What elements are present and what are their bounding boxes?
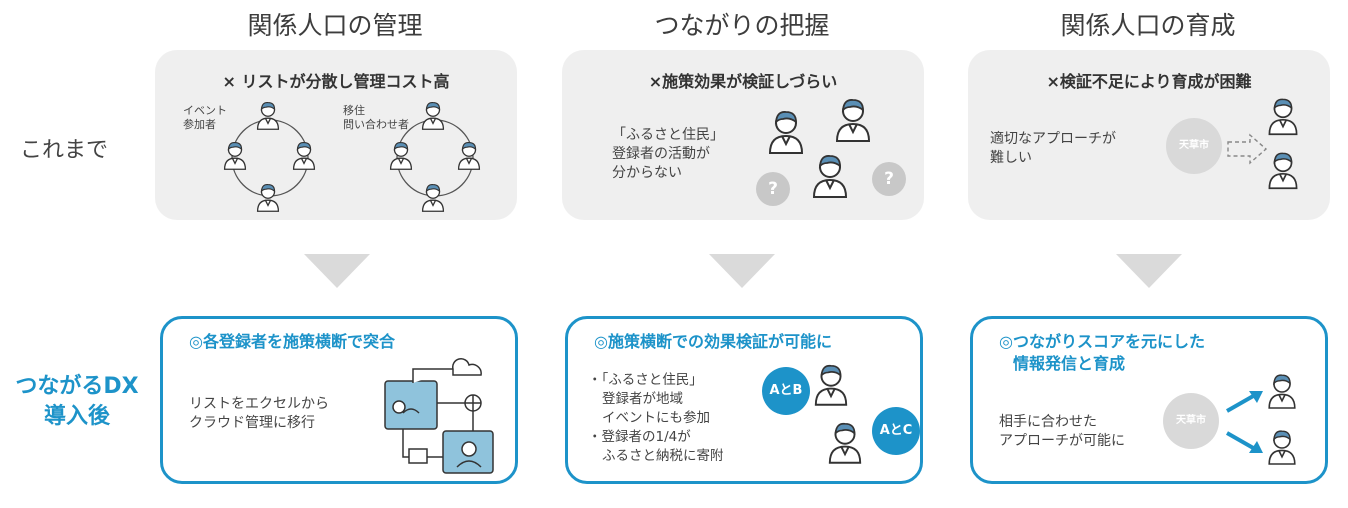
before-text-cultivation-line1: 適切なアプローチが	[990, 131, 1116, 147]
down-arrow-management	[304, 254, 370, 288]
amakusa-city-badge-after: 天草市	[1163, 393, 1219, 449]
after-heading-cultivation-line1: ◎つながりスコアを元にした	[999, 332, 1205, 351]
after-text-management-line2: クラウド管理に移行	[189, 415, 315, 431]
before-text-connection-line2: 登録者の活動が	[612, 146, 710, 162]
after-heading-connection: ◎施策横断での効果検証が可能に	[594, 332, 832, 351]
question-bubble-left: ?	[756, 172, 790, 206]
group-label-migration-line1: 移住	[343, 104, 365, 117]
group-label-event-line2: 参加者	[183, 118, 216, 131]
after-panel-cultivation: ◎つながりスコアを元にした 情報発信と育成 相手に合わせた アプローチが可能に …	[970, 316, 1328, 484]
before-text-connection-line3: 分からない	[612, 165, 682, 181]
before-panel-management: × リストが分散し管理コスト高 イベント 参加者 移住 問い合わせ者	[155, 50, 517, 220]
column-title-management: 関係人口の管理	[247, 11, 423, 40]
row-label-after: つながるDX 導入後	[2, 372, 152, 432]
after-panel-management: ◎各登録者を施策横断で突合 リストをエクセルから クラウド管理に移行	[160, 316, 518, 484]
amakusa-city-badge-before: 天草市	[1166, 118, 1222, 174]
person-icon	[1268, 98, 1298, 136]
before-heading-connection: ×施策効果が検証しづらい	[648, 72, 838, 91]
question-bubble-right: ?	[872, 162, 906, 196]
after-text-connection-line5: ふるさと納税に寄附	[602, 448, 724, 464]
person-icon	[292, 141, 316, 170]
before-text-cultivation: 適切なアプローチが 難しい	[990, 130, 1116, 168]
group-label-event-line1: イベント	[183, 104, 227, 117]
row-label-after-line2: 導入後	[43, 404, 110, 429]
after-text-connection-line3: イベントにも参加	[602, 410, 710, 426]
cloud-management-illustration-icon	[384, 358, 494, 474]
group-label-migration-line2: 問い合わせ者	[343, 118, 409, 131]
person-icon	[421, 183, 445, 212]
after-text-connection: ・「ふるさと住民」 登録者が地域 イベントにも参加 ・登録者の1/4が ふるさと…	[588, 371, 724, 466]
group-label-event: イベント 参加者	[183, 104, 227, 132]
person-icon	[828, 422, 862, 464]
person-icon	[812, 155, 848, 198]
person-icon	[256, 101, 280, 130]
person-icon	[814, 364, 848, 406]
after-text-connection-line2: 登録者が地域	[602, 391, 683, 407]
column-title-connection: つながりの把握	[654, 11, 830, 40]
person-icon	[1268, 152, 1298, 190]
person-icon	[1268, 374, 1296, 409]
after-text-cultivation: 相手に合わせた アプローチが可能に	[999, 413, 1125, 451]
column-title-cultivation: 関係人口の育成	[1060, 11, 1236, 40]
after-heading-cultivation: ◎つながりスコアを元にした 情報発信と育成	[999, 331, 1205, 375]
person-icon	[421, 101, 445, 130]
dashed-arrow-icon	[1227, 133, 1268, 165]
after-text-cultivation-line1: 相手に合わせた	[999, 414, 1097, 430]
after-text-management-line1: リストをエクセルから	[189, 396, 329, 412]
arrow-up-right-icon	[1226, 391, 1263, 413]
ab-bubble: AとB	[762, 367, 810, 415]
after-text-cultivation-line2: アプローチが可能に	[999, 433, 1125, 449]
after-text-connection-line1: ・「ふるさと住民」	[588, 372, 703, 388]
person-icon	[457, 141, 481, 170]
after-heading-cultivation-line2: 情報発信と育成	[1013, 354, 1126, 373]
person-icon	[768, 111, 804, 154]
group-label-migration: 移住 問い合わせ者	[343, 104, 409, 132]
arrow-down-right-icon	[1226, 431, 1263, 453]
down-arrow-cultivation	[1116, 254, 1182, 288]
before-heading-cultivation: ×検証不足により育成が困難	[1046, 72, 1252, 91]
person-icon	[835, 99, 871, 142]
after-heading-management: ◎各登録者を施策横断で突合	[189, 332, 395, 351]
before-heading-management: × リストが分散し管理コスト高	[222, 72, 450, 91]
row-label-before: これまで	[20, 138, 109, 163]
person-icon	[389, 141, 413, 170]
after-panel-connection: ◎施策横断での効果検証が可能に ・「ふるさと住民」 登録者が地域 イベントにも参…	[565, 316, 923, 484]
person-icon	[1268, 430, 1296, 465]
person-icon	[223, 141, 247, 170]
before-text-cultivation-line2: 難しい	[990, 150, 1032, 166]
down-arrow-connection	[709, 254, 775, 288]
row-label-after-line1: つながるDX	[15, 374, 139, 399]
after-text-connection-line4: ・登録者の1/4が	[588, 429, 691, 445]
person-icon	[256, 183, 280, 212]
before-text-connection-line1: 「ふるさと住民」	[612, 127, 724, 143]
ac-bubble: AとC	[872, 407, 920, 455]
before-text-connection: 「ふるさと住民」 登録者の活動が 分からない	[612, 126, 724, 183]
after-text-management: リストをエクセルから クラウド管理に移行	[189, 395, 329, 433]
